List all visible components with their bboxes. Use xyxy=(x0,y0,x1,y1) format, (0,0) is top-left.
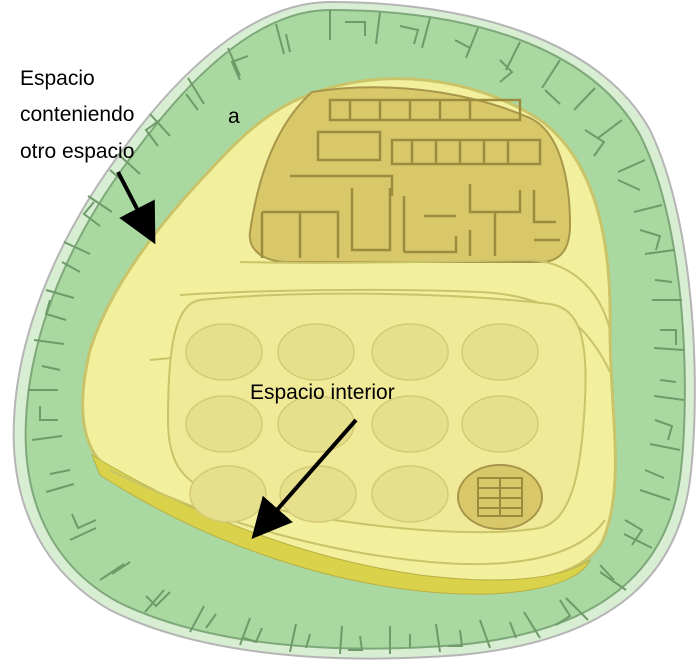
circle-cell xyxy=(371,395,449,453)
inner-space-label: Espacio interior xyxy=(250,381,395,404)
circle-cell xyxy=(461,323,539,381)
circle-cell xyxy=(277,323,355,381)
inner-space-rim xyxy=(90,453,592,595)
outer-space-label-suffix: a xyxy=(228,105,240,128)
room-partitions xyxy=(260,98,560,258)
circle-cell xyxy=(371,323,449,381)
circle-cell xyxy=(189,465,267,523)
outer-space-arrow xyxy=(116,171,156,245)
circle-grid xyxy=(185,323,539,523)
circle-cell xyxy=(461,395,539,453)
special-circle xyxy=(457,464,543,530)
ring-cells xyxy=(28,10,685,655)
circle-cell xyxy=(371,465,449,523)
outer-space-label-line1: Espacio xyxy=(20,67,95,90)
circle-cell xyxy=(185,395,263,453)
circle-cell xyxy=(185,323,263,381)
outer-space-label-line3: otro espacio xyxy=(20,140,135,163)
outer-space-label-line2: conteniendo xyxy=(20,103,135,126)
inner-space-arrow xyxy=(251,418,358,540)
